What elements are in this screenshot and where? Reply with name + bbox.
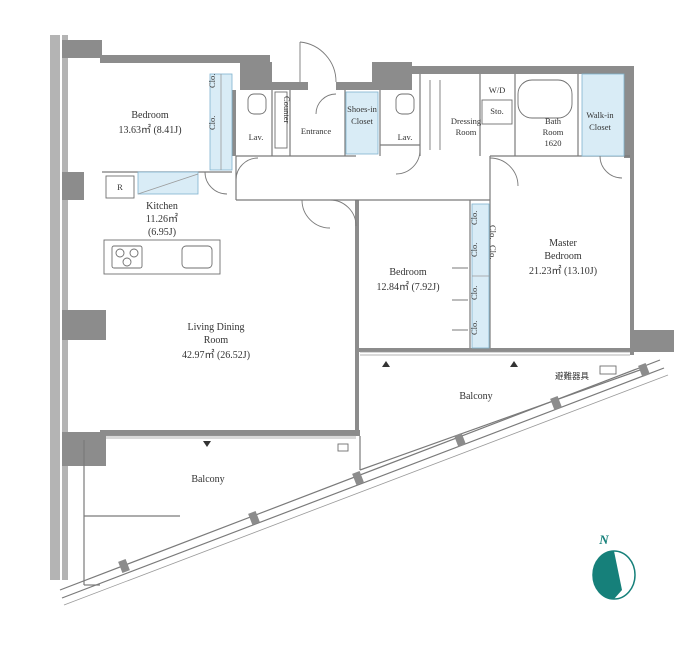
kitchen-name: Kitchen (146, 201, 178, 212)
compass-north-label: N (598, 532, 609, 547)
windows (106, 351, 630, 447)
railing-posts (118, 362, 650, 574)
clo-label-3: Clo. (469, 211, 479, 225)
ldr-name-2: Room (204, 335, 229, 346)
clo-label-5: Clo. (469, 286, 479, 300)
room-labels: Bedroom 13.63㎡ (8.41J) Kitchen 11.26㎡ (6… (117, 74, 614, 485)
shoes-in-label: Shoes-in (347, 104, 378, 114)
bath-room-label: Room (543, 127, 564, 137)
clo-label-4: Clo. (469, 243, 479, 257)
bedroom1-area: 13.63㎡ (8.41J) (118, 124, 181, 136)
master-name-2: Bedroom (544, 251, 581, 262)
bath-label: Bath (545, 116, 562, 126)
master-name: Master (549, 238, 577, 249)
wd-label: W/D (489, 85, 506, 95)
fridge-label: R (117, 182, 123, 192)
closets (137, 73, 625, 349)
master-area: 21.23㎡ (13.10J) (529, 265, 597, 277)
bedroom2-area: 12.84㎡ (7.92J) (376, 281, 439, 293)
balcony-right-label: Balcony (459, 391, 492, 402)
kitchen-area: 11.26㎡ (146, 213, 178, 225)
balcony-left-label: Balcony (191, 474, 224, 485)
evac-equipment-label: 避難器具 (555, 371, 590, 381)
entrance-label: Entrance (301, 126, 331, 136)
walk-in-label: Walk-in (586, 110, 614, 120)
ldr-name: Living Dining (188, 322, 245, 333)
dressing-label: Dressing (451, 116, 482, 126)
compass: N (592, 532, 636, 600)
fixtures (103, 79, 573, 275)
bedroom2-name: Bedroom (389, 267, 426, 278)
walk-in-closet-label: Closet (589, 122, 611, 132)
lav-label-1: Lav. (249, 132, 264, 142)
counter-label: Counter (282, 96, 292, 124)
kitchen-area-j: (6.95J) (148, 227, 176, 238)
sto-label: Sto. (490, 106, 503, 116)
bath-size-label: 1620 (545, 138, 562, 148)
clo-label-7: Clo. (488, 225, 498, 239)
lav-label-2: Lav. (398, 132, 413, 142)
dressing-room-label: Room (456, 127, 477, 137)
doors (204, 41, 623, 331)
bedroom1-name: Bedroom (131, 110, 168, 121)
ldr-area: 42.97㎡ (26.52J) (182, 349, 250, 361)
exterior-walls (50, 35, 674, 580)
clo-label-1: Clo. (207, 74, 217, 88)
clo-label-6: Clo. (469, 321, 479, 335)
compass-needle-icon (593, 551, 622, 599)
clo-label-2: Clo. (207, 116, 217, 130)
balconies (59, 359, 669, 606)
shoes-closet-label: Closet (351, 116, 373, 126)
clo-label-8: Clo. (488, 245, 498, 259)
